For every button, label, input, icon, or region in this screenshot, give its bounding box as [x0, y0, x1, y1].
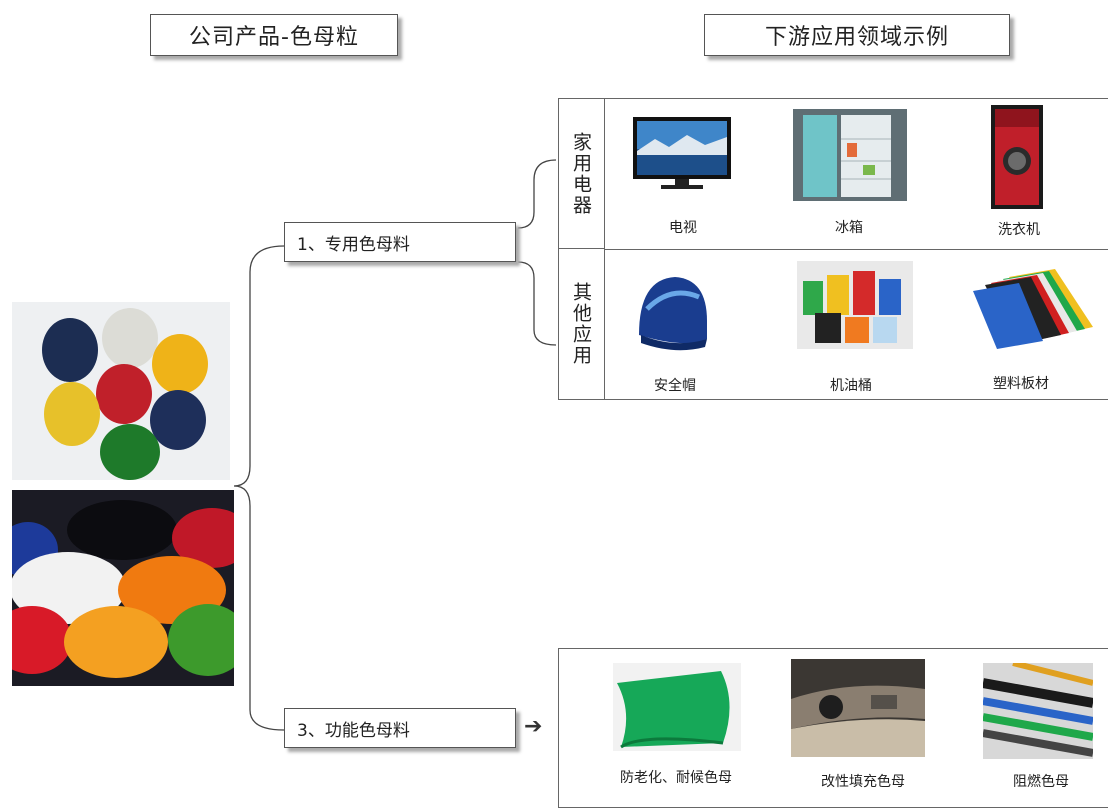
functional-masterbatch-node: 3、功能色母料 — [284, 708, 516, 748]
oil-drums-caption: 机油桶 — [830, 378, 872, 394]
company-product-header: 公司产品-色母粒 — [150, 14, 398, 56]
special-masterbatch-node: 1、专用色母料 — [284, 222, 516, 262]
arrow-icon: ➔ — [524, 714, 543, 739]
company-product-header-text: 公司产品-色母粒 — [189, 25, 359, 50]
plastic-sheets-caption: 塑料板材 — [993, 376, 1049, 392]
other-apps-label: 其他应用 — [570, 282, 592, 366]
helmet-caption: 安全帽 — [654, 378, 696, 394]
bracket-to-appliances — [517, 159, 557, 229]
functional-panel: 防老化、耐候色母 改性填充色母 阻燃色母 — [558, 648, 1108, 808]
special-masterbatch-label: 1、专用色母料 — [297, 234, 410, 255]
appliances-label: 家用电器 — [570, 131, 592, 216]
anti-aging-image — [613, 663, 741, 751]
modified-filler-caption: 改性填充色母 — [821, 774, 905, 790]
flame-retardant-image — [983, 663, 1093, 759]
fridge-caption: 冰箱 — [835, 220, 863, 236]
anti-aging-caption: 防老化、耐候色母 — [620, 770, 732, 786]
tv-image — [631, 115, 733, 195]
tv-caption: 电视 — [669, 220, 697, 236]
appliances-label-box: 家用电器 — [559, 99, 605, 249]
main-bracket — [233, 245, 285, 731]
plastic-sheets-image — [969, 267, 1093, 349]
downstream-header-text: 下游应用领域示例 — [764, 25, 949, 50]
masterbatch-piles-image — [12, 490, 234, 686]
flame-retardant-caption: 阻燃色母 — [1013, 774, 1069, 790]
other-apps-label-box: 其他应用 — [559, 249, 605, 399]
oil-drums-image — [797, 261, 913, 349]
downstream-header: 下游应用领域示例 — [704, 14, 1010, 56]
washing-machine-image — [991, 105, 1043, 209]
masterbatch-jars-image — [12, 302, 230, 480]
helmet-image — [635, 269, 711, 355]
modified-filler-image — [791, 659, 925, 757]
bracket-to-other — [517, 261, 557, 346]
applications-panel: 家用电器 其他应用 电视 冰箱 — [558, 98, 1108, 400]
fridge-image — [793, 109, 907, 201]
functional-masterbatch-label: 3、功能色母料 — [297, 720, 410, 741]
row-divider — [605, 249, 1108, 250]
washing-machine-caption: 洗衣机 — [998, 222, 1040, 238]
